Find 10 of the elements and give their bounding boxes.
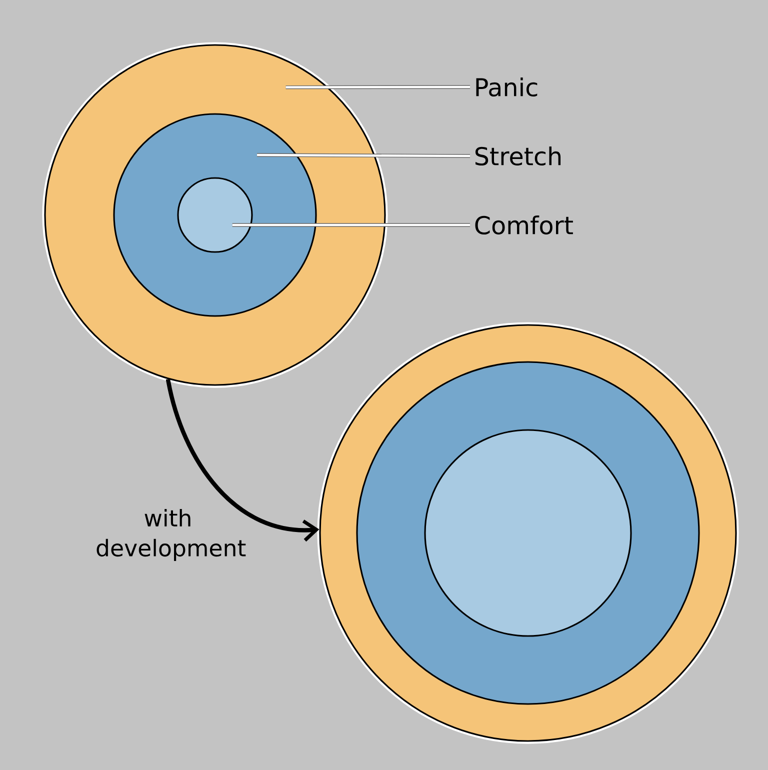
zone-circle [177, 177, 253, 253]
leader-line [257, 153, 470, 158]
edge-label: with development [96, 509, 246, 561]
zone-label: Comfort [475, 216, 573, 235]
zone-label: Panic [476, 78, 538, 97]
zone-circle [424, 429, 632, 637]
leader-line [286, 85, 470, 90]
curved-arrow [166, 378, 320, 542]
leader-line [232, 223, 470, 227]
zone-label: Stretch [476, 146, 561, 166]
